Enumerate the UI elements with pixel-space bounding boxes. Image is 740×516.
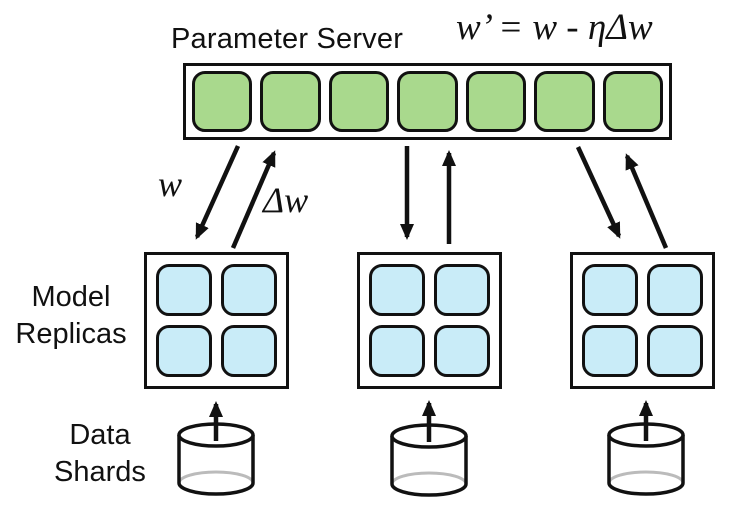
model-replica-box-1 <box>144 252 289 389</box>
data-shards-label: Data Shards <box>20 417 180 491</box>
weight-update-formula: w’ = w - ηΔw <box>456 7 653 48</box>
data-shard-cylinder-1 <box>177 422 255 496</box>
parameter-shard-cell <box>534 71 595 132</box>
model-replica-box-3 <box>570 252 715 389</box>
model-replica-cell <box>434 264 490 316</box>
parameter-server-label: Parameter Server <box>171 23 404 55</box>
parameter-shard-cell <box>397 71 458 132</box>
model-replica-cell <box>582 264 638 316</box>
data-shards-label-line1: Data <box>69 419 131 451</box>
model-replica-cell <box>582 325 638 377</box>
model-replicas-label: Model Replicas <box>0 279 142 353</box>
parameter-shard-cell <box>192 71 253 132</box>
model-replicas-label-line1: Model <box>31 281 111 313</box>
model-replicas-label-line2: Replicas <box>15 318 127 350</box>
parameter-shard-cell <box>602 71 663 132</box>
model-replica-cell <box>369 264 425 316</box>
gradient-arrow-label: Δw <box>263 180 309 220</box>
data-shard-cylinder-3 <box>607 422 685 496</box>
data-shards-label-line2: Shards <box>54 456 146 488</box>
parameter-shard-cell <box>465 71 527 132</box>
parameter-shard-cell <box>328 71 390 132</box>
model-replica-cell <box>647 264 703 316</box>
data-shard-cylinder-2 <box>390 423 468 497</box>
model-replica-cell <box>221 264 277 316</box>
model-replica-cell <box>369 325 425 377</box>
model-replica-cell <box>434 325 490 377</box>
parameter-shard-cell <box>260 71 321 132</box>
model-replica-cell <box>221 325 277 377</box>
weights-arrow-label: w <box>158 164 183 204</box>
weights-down-arrow-1 <box>194 145 241 240</box>
model-replica-cell <box>647 325 703 377</box>
model-replica-box-2 <box>357 252 502 389</box>
model-replica-cell <box>156 264 212 316</box>
parameter-server-box <box>183 63 672 140</box>
gradient-up-arrow-3 <box>624 153 669 249</box>
weights-down-arrow-3 <box>575 146 622 239</box>
model-replica-cell <box>156 325 212 377</box>
